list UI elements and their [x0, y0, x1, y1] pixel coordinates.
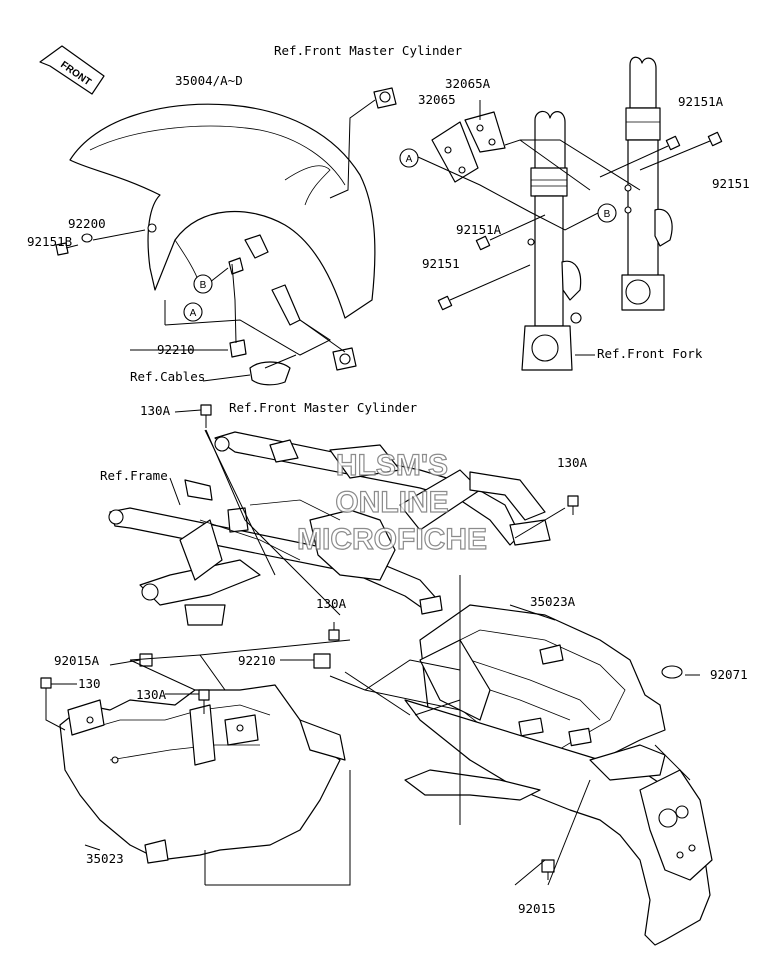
- label-ref-front-master-cylinder-bottom: Ref.Front Master Cylinder: [229, 400, 418, 415]
- svg-text:B: B: [604, 209, 611, 220]
- label-ref-cables: Ref.Cables: [130, 369, 205, 384]
- svg-text:A: A: [406, 154, 413, 165]
- label-35023A: 35023A: [530, 594, 576, 609]
- collar-92015A: [139, 653, 153, 667]
- bolt-92151A-mid: [475, 214, 546, 251]
- bolt-130A-right: [567, 495, 579, 515]
- label-130A-top: 130A: [140, 403, 171, 418]
- svg-text:A: A: [190, 308, 197, 319]
- front-fork-right: [621, 56, 673, 311]
- label-92015: 92015: [518, 901, 556, 916]
- label-32065A: 32065A: [445, 76, 491, 91]
- label-92200: 92200: [68, 216, 106, 231]
- callout-a-fender: A: [183, 302, 203, 322]
- rear-fender-35023A: [404, 604, 713, 946]
- hose-clamp-top: [373, 87, 397, 109]
- inner-fender-35023: [59, 684, 346, 864]
- bolt-92151B: [55, 233, 93, 256]
- clip-92210-bottom: [313, 653, 331, 669]
- hose-clamp-bottom: [332, 347, 357, 371]
- bolt-92151-right: [639, 131, 723, 171]
- svg-text:B: B: [200, 280, 207, 291]
- bolt-92151-mid: [437, 264, 531, 311]
- label-92151A-right: 92151A: [678, 94, 724, 109]
- bracket-32065: [431, 121, 479, 183]
- label-92071: 92071: [710, 667, 748, 682]
- watermark-line-3: MICROFICHE: [297, 523, 487, 556]
- callout-b-fender: B: [193, 274, 213, 294]
- label-130: 130: [78, 676, 101, 691]
- label-ref-frame: Ref.Frame: [100, 468, 168, 483]
- front-arrow-icon: FRONT: [39, 45, 105, 95]
- label-92151-right: 92151: [712, 176, 750, 191]
- bracket-32065A: [464, 111, 506, 153]
- label-130A-left: 130A: [136, 687, 167, 702]
- label-35023: 35023: [86, 851, 124, 866]
- frame: [108, 431, 551, 626]
- front-fork-left: [521, 110, 582, 371]
- label-32065: 32065: [418, 92, 456, 107]
- label-92015A: 92015A: [54, 653, 100, 668]
- front-fender: [69, 103, 376, 326]
- cushion-92071: [661, 665, 683, 679]
- bolt-130A-center: [328, 622, 340, 641]
- label-130A-right: 130A: [557, 455, 588, 470]
- callout-a-fork: A: [399, 148, 419, 168]
- label-130A-center: 130A: [316, 596, 347, 611]
- label-92151A-mid: 92151A: [456, 222, 502, 237]
- label-35004: 35004/A~D: [175, 73, 243, 88]
- watermark-line-2: ONLINE: [335, 486, 448, 519]
- label-ref-front-fork: Ref.Front Fork: [597, 346, 703, 361]
- bolt-92015: [541, 859, 555, 880]
- label-92151-mid: 92151: [422, 256, 460, 271]
- bolt-130A-top: [200, 404, 212, 428]
- label-92151B: 92151B: [27, 234, 72, 249]
- callout-b-fork: B: [597, 203, 617, 223]
- watermark-line-1: HLSM'S: [336, 449, 448, 482]
- bolt-130A-left: [198, 689, 210, 714]
- cable-guide-92210: [228, 257, 291, 386]
- bolt-130: [40, 677, 52, 702]
- label-92210-bottom: 92210: [238, 653, 276, 668]
- label-ref-front-master-cylinder-top: Ref.Front Master Cylinder: [274, 43, 463, 58]
